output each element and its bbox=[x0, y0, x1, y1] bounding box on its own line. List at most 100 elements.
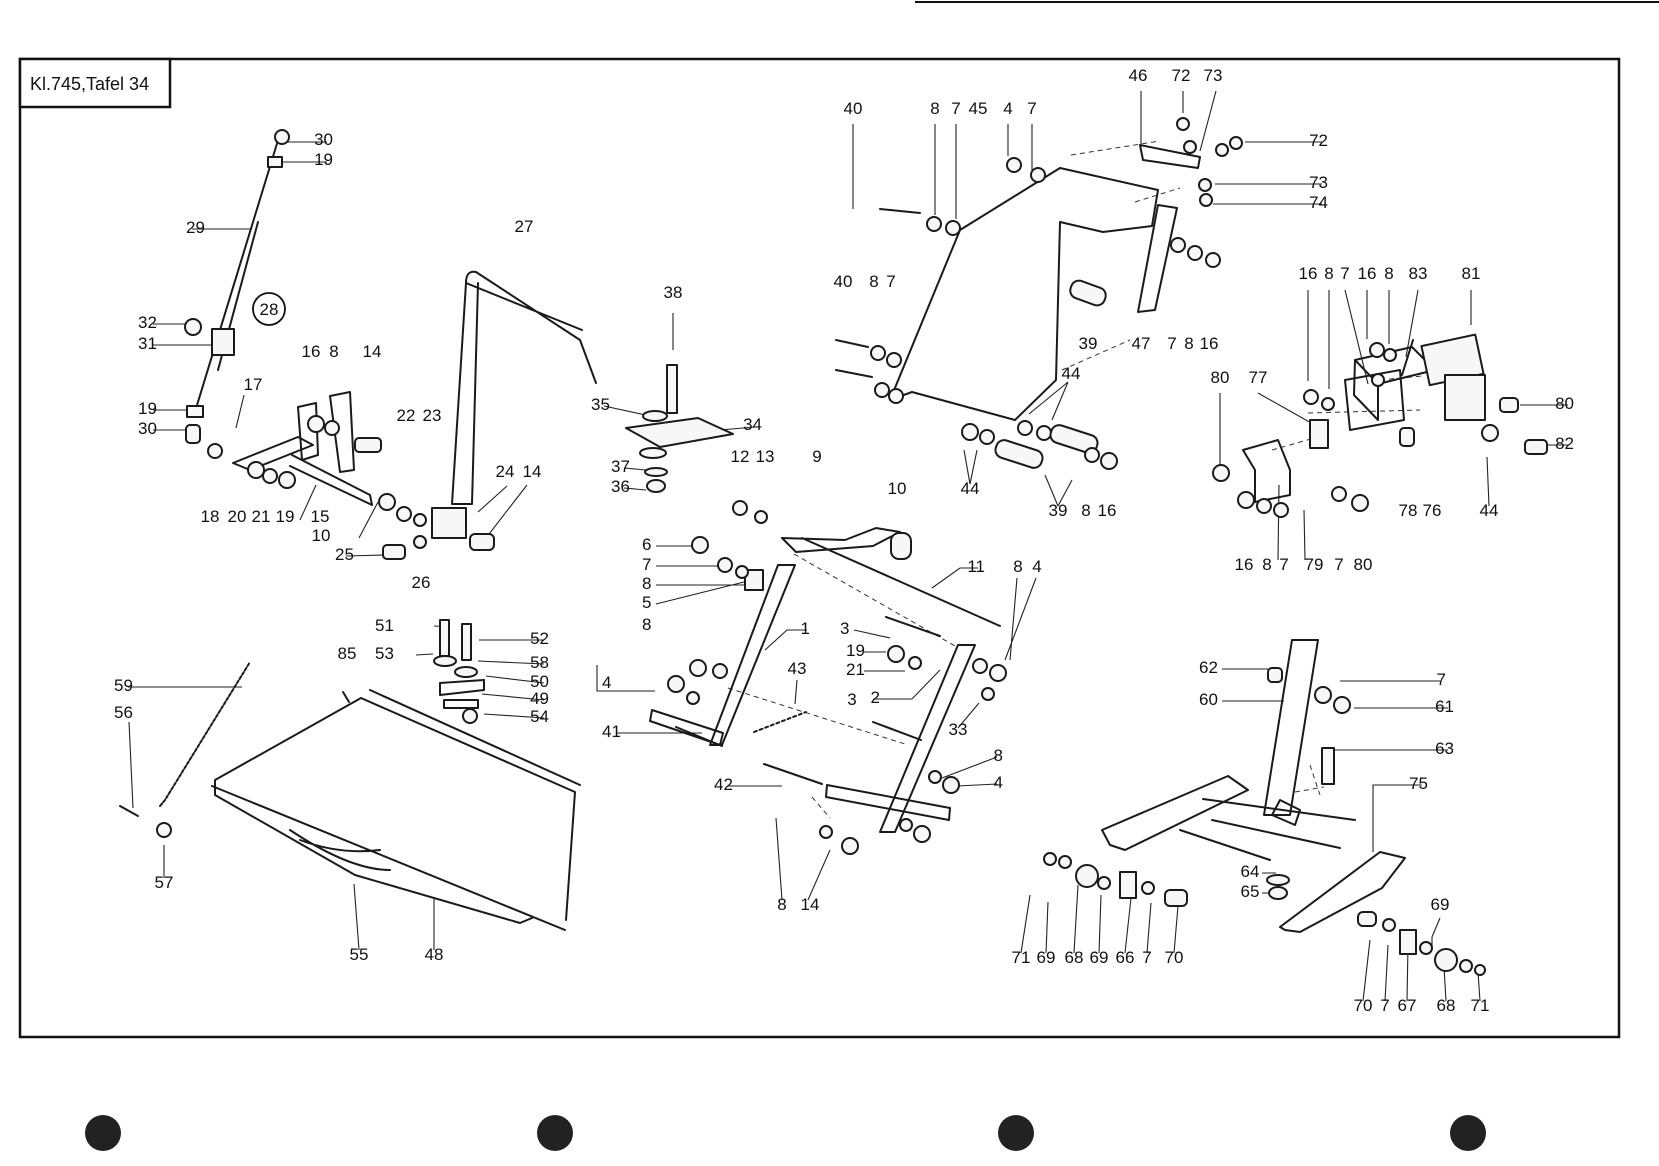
callout-61: 61 bbox=[1435, 697, 1454, 716]
group-marker-circle bbox=[252, 292, 286, 326]
callout-8: 8 bbox=[642, 574, 651, 593]
callout-26: 26 bbox=[412, 573, 431, 592]
callout-19: 19 bbox=[276, 507, 295, 526]
callout-4: 4 bbox=[1032, 557, 1041, 576]
callout-15: 15 bbox=[311, 507, 330, 526]
callout-72: 72 bbox=[1309, 131, 1328, 150]
callout-63: 63 bbox=[1435, 739, 1454, 758]
sheet-frame bbox=[18, 57, 1621, 1039]
callout-5: 5 bbox=[642, 593, 651, 612]
callout-83: 83 bbox=[1409, 264, 1428, 283]
callout-35: 35 bbox=[591, 395, 610, 414]
bolt-18 bbox=[207, 443, 223, 459]
title-box bbox=[18, 57, 172, 109]
callout-79: 79 bbox=[1305, 555, 1324, 574]
callout-39: 39 bbox=[1079, 334, 1098, 353]
callout-7: 7 bbox=[1027, 99, 1036, 118]
callout-66: 66 bbox=[1116, 948, 1135, 967]
callout-40: 40 bbox=[844, 99, 863, 118]
callout-8: 8 bbox=[1081, 501, 1090, 520]
callout-42: 42 bbox=[714, 775, 733, 794]
callout-38: 38 bbox=[664, 283, 683, 302]
punch-hole bbox=[85, 1115, 121, 1151]
clamp-31 bbox=[211, 328, 235, 356]
callout-10: 10 bbox=[888, 479, 907, 498]
callout-44: 44 bbox=[1062, 364, 1081, 383]
group-marker: 28 bbox=[260, 300, 279, 319]
callout-4: 4 bbox=[1003, 99, 1012, 118]
callout-53: 53 bbox=[375, 644, 394, 663]
callout-7: 7 bbox=[1142, 948, 1151, 967]
sheet-title: Kl.745,Tafel 34 bbox=[30, 74, 149, 94]
callout-47: 47 bbox=[1132, 334, 1151, 353]
callout-1: 1 bbox=[801, 619, 810, 638]
callout-59: 59 bbox=[114, 676, 133, 695]
leader-lines bbox=[128, 90, 1568, 1002]
callout-8: 8 bbox=[1384, 264, 1393, 283]
callout-67: 67 bbox=[1398, 996, 1417, 1015]
callout-69: 69 bbox=[1037, 948, 1056, 967]
punch-hole bbox=[1450, 1115, 1486, 1151]
callout-60: 60 bbox=[1199, 690, 1218, 709]
callout-7: 7 bbox=[886, 272, 895, 291]
callout-19: 19 bbox=[138, 399, 157, 418]
callout-37: 37 bbox=[611, 457, 630, 476]
callout-69: 69 bbox=[1431, 895, 1450, 914]
callout-14: 14 bbox=[523, 462, 542, 481]
callout-74: 74 bbox=[1309, 193, 1328, 212]
callout-4: 4 bbox=[602, 673, 611, 692]
callout-7: 7 bbox=[642, 555, 651, 574]
callout-55: 55 bbox=[350, 945, 369, 964]
callout-80: 80 bbox=[1354, 555, 1373, 574]
callout-11: 11 bbox=[967, 557, 985, 576]
punch-holes bbox=[85, 1115, 1486, 1151]
callout-8: 8 bbox=[1324, 264, 1333, 283]
callout-16: 16 bbox=[1299, 264, 1318, 283]
callout-41: 41 bbox=[602, 722, 621, 741]
callout-34: 34 bbox=[743, 415, 762, 434]
callout-43: 43 bbox=[788, 659, 807, 678]
callout-19: 19 bbox=[314, 150, 333, 169]
callout-73: 73 bbox=[1204, 66, 1223, 85]
callout-75: 75 bbox=[1409, 774, 1428, 793]
callout-22: 22 bbox=[397, 406, 416, 425]
callout-45: 45 bbox=[969, 99, 988, 118]
callout-16: 16 bbox=[1235, 555, 1254, 574]
callout-44: 44 bbox=[961, 479, 980, 498]
callout-71: 71 bbox=[1471, 996, 1490, 1015]
callout-20: 20 bbox=[228, 507, 247, 526]
callout-30: 30 bbox=[138, 419, 157, 438]
callout-2: 2 bbox=[871, 688, 880, 707]
assembly-lines bbox=[727, 140, 1423, 819]
callout-7: 7 bbox=[1437, 670, 1446, 689]
callout-29: 29 bbox=[186, 218, 205, 237]
callout-73: 73 bbox=[1309, 173, 1328, 192]
callout-70: 70 bbox=[1165, 948, 1184, 967]
callout-40: 40 bbox=[834, 272, 853, 291]
callout-16: 16 bbox=[1098, 501, 1117, 520]
callout-44: 44 bbox=[1480, 501, 1499, 520]
callout-56: 56 bbox=[114, 703, 133, 722]
callout-8: 8 bbox=[329, 342, 338, 361]
callout-16: 16 bbox=[1200, 334, 1219, 353]
callout-81: 81 bbox=[1462, 264, 1481, 283]
callout-77: 77 bbox=[1249, 368, 1268, 387]
callout-69: 69 bbox=[1090, 948, 1109, 967]
callout-72: 72 bbox=[1172, 66, 1191, 85]
callout-16: 16 bbox=[302, 342, 321, 361]
callout-49: 49 bbox=[530, 689, 549, 708]
callout-19: 19 bbox=[846, 641, 865, 660]
callout-50: 50 bbox=[530, 672, 549, 691]
callout-54: 54 bbox=[530, 707, 549, 726]
callout-58: 58 bbox=[530, 653, 549, 672]
callout-12: 12 bbox=[731, 447, 750, 466]
callout-17: 17 bbox=[244, 375, 263, 394]
callout-8: 8 bbox=[930, 99, 939, 118]
callout-14: 14 bbox=[801, 895, 820, 914]
callout-27: 27 bbox=[515, 217, 534, 236]
callout-46: 46 bbox=[1129, 66, 1148, 85]
rod-29 bbox=[193, 136, 280, 416]
callout-7: 7 bbox=[1380, 996, 1389, 1015]
callout-65: 65 bbox=[1241, 882, 1260, 901]
